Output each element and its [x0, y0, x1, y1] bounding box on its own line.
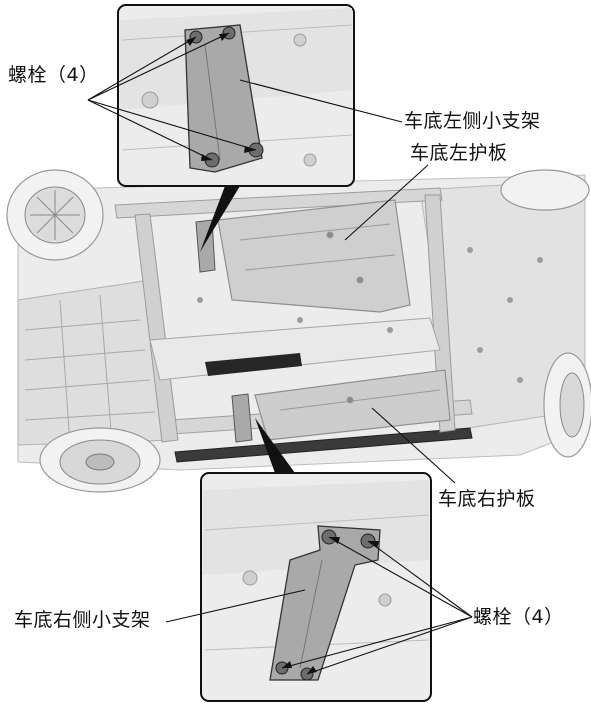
rear-right-wheel — [543, 352, 591, 458]
right-small-bracket-main — [231, 393, 253, 443]
rear-left-wheel — [500, 169, 590, 211]
body-fastener-holes — [197, 247, 543, 383]
leader-lines — [87, 32, 473, 675]
right-small-bracket-detail — [269, 525, 381, 681]
bolts-label-bottom: 螺栓（4） — [473, 606, 564, 628]
vehicle-underbody — [6, 169, 591, 493]
front-right-wheel — [39, 427, 161, 493]
left-guard-plate — [217, 199, 411, 313]
subframe-detail — [24, 294, 156, 446]
right-guard-ribs — [279, 389, 441, 411]
right-bracket-rib — [299, 559, 323, 669]
rocker-trim — [174, 427, 473, 463]
left-guard-plate-label: 车底左护板 — [410, 142, 508, 164]
right-small-bracket-label: 车底右侧小支架 — [14, 609, 151, 631]
left-bracket-rib — [204, 44, 221, 161]
left-guard-ribs — [239, 223, 396, 284]
right-guard-plate-label: 车底右护板 — [438, 488, 536, 510]
left-small-bracket-detail — [184, 24, 263, 173]
top-inset — [117, 4, 355, 252]
tunnel-heat-shield — [205, 353, 302, 376]
cross-member-rear — [424, 194, 456, 433]
bottom-inset-pointer — [255, 418, 295, 473]
front-left-wheel — [6, 169, 104, 261]
left-small-bracket-label: 车底左侧小支架 — [404, 110, 541, 132]
left-side-rail — [114, 187, 443, 219]
cross-member-front — [134, 213, 179, 443]
top-inset-pointer — [200, 186, 240, 252]
right-guard-plate — [254, 369, 451, 441]
leader-arrowheads — [186, 33, 379, 674]
bolts-label-top: 螺栓（4） — [8, 64, 99, 86]
